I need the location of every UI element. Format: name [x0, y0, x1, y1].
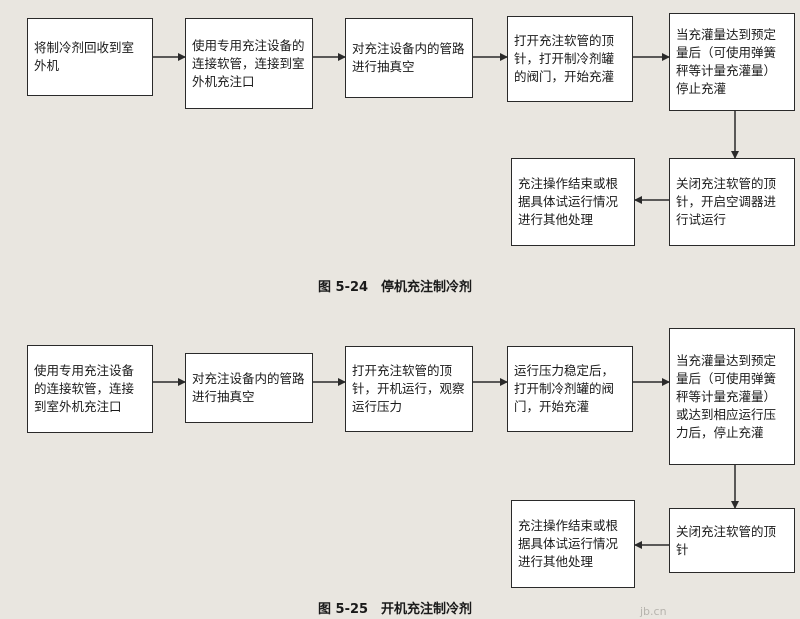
d1-step-text: 将制冷剂回收到室外机: [34, 40, 135, 73]
d1-step-text: 当充灌量达到预定量后（可使用弹簧秤等计量充灌量）停止充灌: [676, 27, 777, 96]
d1-step-text: 打开充注软管的顶针，打开制冷剂罐的阀门，开始充灌: [514, 33, 615, 84]
d1-step-stop-charging: 当充灌量达到预定量后（可使用弹簧秤等计量充灌量）停止充灌: [669, 13, 795, 111]
figure-caption-5-25: 图 5-25 开机充注制冷剂: [318, 602, 473, 617]
d1-step-text: 使用专用充注设备的连接软管，连接到室外机充注口: [192, 37, 305, 89]
d2-step-text: 当充灌量达到预定量后（可使用弹簧秤等计量充灌量）或达到相应运行压力后，停止充灌: [676, 352, 777, 440]
d2-step-connect-hose: 使用专用充注设备的连接软管，连接到室外机充注口: [27, 345, 153, 433]
d1-step-text: 对充注设备内的管路进行抽真空: [352, 41, 465, 74]
d1-step-vacuum: 对充注设备内的管路进行抽真空: [345, 18, 473, 98]
d1-step-text: 关闭充注软管的顶针，开启空调器进行试运行: [676, 176, 777, 227]
figure-caption-5-24: 图 5-24 停机充注制冷剂: [318, 280, 473, 295]
d2-step-text: 运行压力稳定后，打开制冷剂罐的阀门，开始充灌: [514, 363, 615, 414]
d2-step-text: 充注操作结束或根据具体试运行情况进行其他处理: [518, 518, 619, 569]
d2-step-stop-charging: 当充灌量达到预定量后（可使用弹簧秤等计量充灌量）或达到相应运行压力后，停止充灌: [669, 328, 795, 465]
d2-step-text: 关闭充注软管的顶针: [676, 523, 777, 557]
d1-step-connect-hose: 使用专用充注设备的连接软管，连接到室外机充注口: [185, 18, 313, 109]
watermark: jb.cn: [640, 605, 667, 618]
d1-step-open-valve: 打开充注软管的顶针，打开制冷剂罐的阀门，开始充灌: [507, 16, 633, 102]
d1-step-close-and-test: 关闭充注软管的顶针，开启空调器进行试运行: [669, 158, 795, 246]
d1-step-finish: 充注操作结束或根据具体试运行情况进行其他处理: [511, 158, 635, 246]
d2-step-start-and-observe: 打开充注软管的顶针，开机运行，观察运行压力: [345, 346, 473, 432]
d2-step-text: 打开充注软管的顶针，开机运行，观察运行压力: [352, 363, 465, 414]
d1-step-recover-refrigerant: 将制冷剂回收到室外机: [27, 18, 153, 96]
d2-step-finish: 充注操作结束或根据具体试运行情况进行其他处理: [511, 500, 635, 588]
d2-step-open-valve: 运行压力稳定后，打开制冷剂罐的阀门，开始充灌: [507, 346, 633, 432]
d2-step-text: 使用专用充注设备的连接软管，连接到室外机充注口: [34, 363, 135, 414]
d1-step-text: 充注操作结束或根据具体试运行情况进行其他处理: [518, 176, 619, 227]
d2-step-close-hose: 关闭充注软管的顶针: [669, 508, 795, 573]
d2-step-vacuum: 对充注设备内的管路进行抽真空: [185, 353, 313, 423]
d2-step-text: 对充注设备内的管路进行抽真空: [192, 371, 305, 404]
